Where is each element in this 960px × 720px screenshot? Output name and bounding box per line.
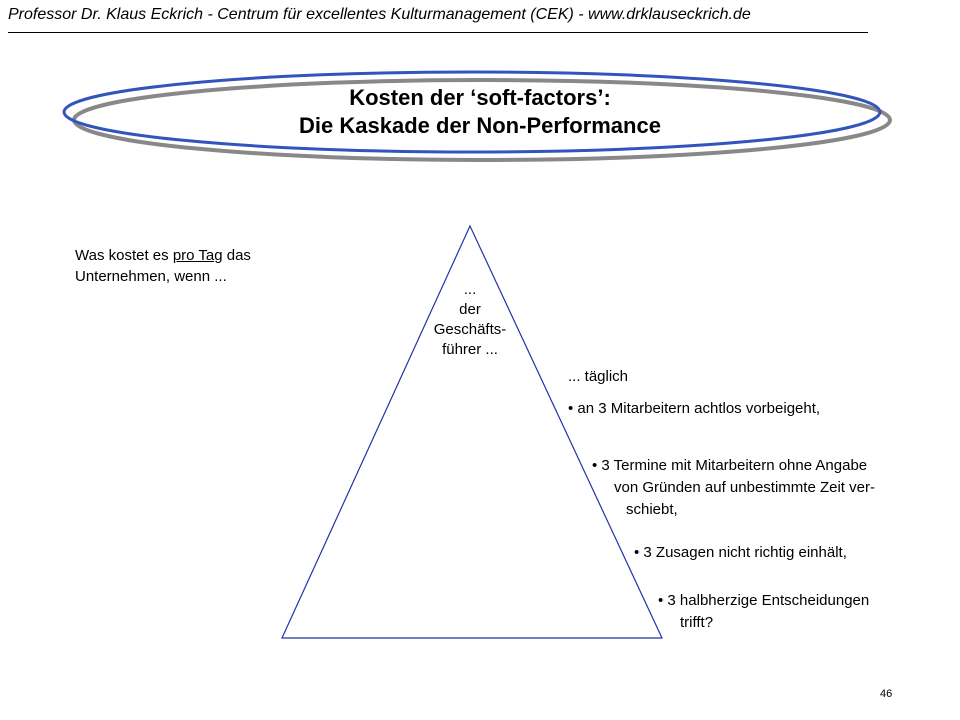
item-2-line-2: von Gründen auf unbestimmte Zeit ver- — [614, 479, 875, 496]
apex-line-4: führer ... — [442, 341, 498, 358]
page-number: 46 — [880, 688, 893, 700]
title-line-1: Kosten der ‘soft-factors’: — [349, 85, 611, 110]
item-4-line-1: • 3 halbherzige Entscheidungen — [658, 592, 870, 609]
pyramid-triangle — [281, 224, 663, 639]
question-underlined: pro Tag — [172, 247, 223, 264]
apex-line-1: ... — [463, 281, 477, 298]
item-1: • an 3 Mitarbeitern achtlos vorbeigeht, — [568, 400, 821, 417]
apex-line-2: der — [459, 301, 481, 318]
daily-label: ... täglich — [568, 368, 629, 385]
item-2-line-3: schiebt, — [626, 501, 678, 518]
title-line-2: Die Kaskade der Non-Performance — [299, 113, 661, 138]
question-text: Was kostet es pro Tag das Unternehmen, w… — [75, 245, 335, 287]
question-line-2: Unternehmen, wenn ... — [75, 268, 227, 285]
question-part-2: das — [222, 247, 251, 264]
item-3: • 3 Zusagen nicht richtig einhält, — [634, 544, 847, 561]
item-2-line-1: • 3 Termine mit Mitarbeitern ohne Angabe — [592, 457, 868, 474]
header-text: Professor Dr. Klaus Eckrich - Centrum fü… — [8, 6, 751, 23]
apex-line-3: Geschäfts- — [433, 321, 507, 338]
title-ellipse-front — [62, 70, 882, 154]
page-title: Kosten der ‘soft-factors’: Die Kaskade d… — [120, 84, 840, 140]
pyramid-apex-text: ... der Geschäfts- führer ... — [410, 280, 530, 360]
header-divider — [8, 32, 868, 33]
item-4-line-2: trifft? — [680, 614, 714, 631]
question-part-1: Was kostet es — [75, 247, 173, 264]
